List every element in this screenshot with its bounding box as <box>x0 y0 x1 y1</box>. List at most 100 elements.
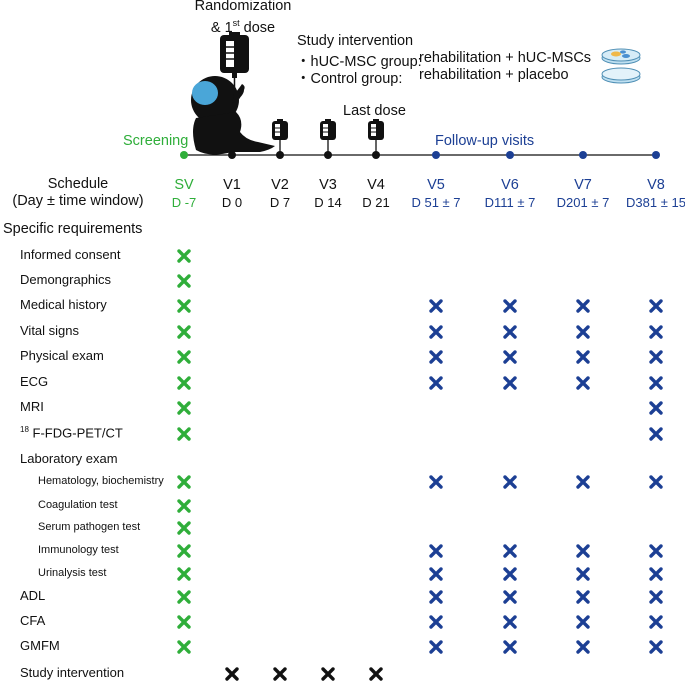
mark-v8 <box>649 376 663 390</box>
cell-dish-icon <box>601 48 641 65</box>
follow-up-label: Follow-up visits <box>435 133 535 149</box>
randomization-label: Randomization & 1st dose <box>194 0 292 36</box>
visit-name-v5: V5 <box>427 177 445 193</box>
timeline-dot-v4 <box>372 151 380 159</box>
mark-sv <box>177 401 191 415</box>
last-dose-label: Last dose <box>343 103 406 119</box>
mark-v6 <box>503 325 517 339</box>
timeline-dot-v5 <box>432 151 440 159</box>
mark-v1 <box>225 667 239 681</box>
mark-sv <box>177 376 191 390</box>
mark-v8 <box>649 640 663 654</box>
mark-v8 <box>649 475 663 489</box>
row-label: Hematology, biochemistry <box>38 475 164 487</box>
mark-v6 <box>503 567 517 581</box>
mark-v7 <box>576 640 590 654</box>
row-label: Urinalysis test <box>38 567 107 579</box>
visit-name-v6: V6 <box>501 177 519 193</box>
row-label: GMFM <box>20 638 60 653</box>
visit-day-v1: D 0 <box>221 195 243 210</box>
mark-v7 <box>576 299 590 313</box>
mark-v5 <box>429 299 443 313</box>
mark-v3 <box>321 667 335 681</box>
mark-sv <box>177 640 191 654</box>
control-group-label: ・Control group: <box>296 71 403 87</box>
mark-v2 <box>273 667 287 681</box>
visit-name-v1: V1 <box>223 177 241 193</box>
visit-name-v4: V4 <box>367 177 385 193</box>
row-label: Coagulation test <box>38 499 118 511</box>
baby-icon <box>191 76 275 155</box>
mark-v5 <box>429 640 443 654</box>
mark-sv <box>177 544 191 558</box>
mark-v5 <box>429 567 443 581</box>
mark-sv <box>177 299 191 313</box>
mark-v8 <box>649 615 663 629</box>
hucmsc-group-label: ・hUC-MSC group: <box>296 54 422 70</box>
row-label: Demongraphics <box>20 272 112 287</box>
visit-name-v8: V8 <box>647 177 665 193</box>
mark-v5 <box>429 350 443 364</box>
mark-v7 <box>576 350 590 364</box>
mark-v8 <box>649 590 663 604</box>
mark-sv <box>177 590 191 604</box>
row-label: CFA <box>20 613 46 628</box>
mark-v6 <box>503 615 517 629</box>
row-label: MRI <box>20 399 44 414</box>
mark-v6 <box>503 475 517 489</box>
mark-v8 <box>649 350 663 364</box>
mark-v8 <box>649 299 663 313</box>
visit-name-v2: V2 <box>271 177 289 193</box>
mark-sv <box>177 249 191 263</box>
mark-v7 <box>576 590 590 604</box>
mark-sv <box>177 325 191 339</box>
mark-v6 <box>503 376 517 390</box>
mark-v8 <box>649 401 663 415</box>
mark-v8 <box>649 567 663 581</box>
timeline-dot-sv <box>180 151 188 159</box>
visit-name-v3: V3 <box>319 177 337 193</box>
small-infusion-bag-icon <box>320 119 336 155</box>
mark-v7 <box>576 544 590 558</box>
mark-v7 <box>576 325 590 339</box>
visit-day-v4: D 21 <box>362 195 390 210</box>
specific-requirements-label: Specific requirements <box>3 221 143 237</box>
mark-sv <box>177 615 191 629</box>
mark-v6 <box>503 544 517 558</box>
placebo-dish-icon <box>601 67 641 84</box>
mark-v8 <box>649 427 663 441</box>
row-label: Immunology test <box>38 544 119 556</box>
mark-v4 <box>369 667 383 681</box>
mark-sv <box>177 350 191 364</box>
row-label: ECG <box>20 374 49 389</box>
small-infusion-bag-icon <box>272 119 288 155</box>
timeline-dot-v1 <box>228 151 236 159</box>
timeline-dot-v8 <box>652 151 660 159</box>
timeline-dot-v6 <box>506 151 514 159</box>
visit-day-v6: D111 ± 7 <box>484 195 536 210</box>
row-label: Medical history <box>20 297 107 312</box>
row-label: Laboratory exam <box>20 451 118 466</box>
row-label: Physical exam <box>20 348 104 363</box>
schedule-label: Schedule (Day ± time window) <box>12 176 144 209</box>
visit-name-sv: SV <box>174 177 194 193</box>
mark-v5 <box>429 544 443 558</box>
mark-v7 <box>576 615 590 629</box>
mark-sv <box>177 274 191 288</box>
hucmsc-treatment: rehabilitation + hUC-MSCs <box>419 50 592 66</box>
mark-v8 <box>649 325 663 339</box>
timeline-dot-v7 <box>579 151 587 159</box>
mark-v5 <box>429 590 443 604</box>
row-label: ADL <box>20 588 46 603</box>
visit-day-v2: D 7 <box>269 195 291 210</box>
visit-name-v7: V7 <box>574 177 592 193</box>
screening-label: Screening <box>123 133 189 149</box>
mark-v7 <box>576 475 590 489</box>
mark-v6 <box>503 350 517 364</box>
row-label: Vital signs <box>20 323 80 338</box>
mark-sv <box>177 499 191 513</box>
mark-v6 <box>503 299 517 313</box>
mark-v6 <box>503 640 517 654</box>
mark-v5 <box>429 475 443 489</box>
